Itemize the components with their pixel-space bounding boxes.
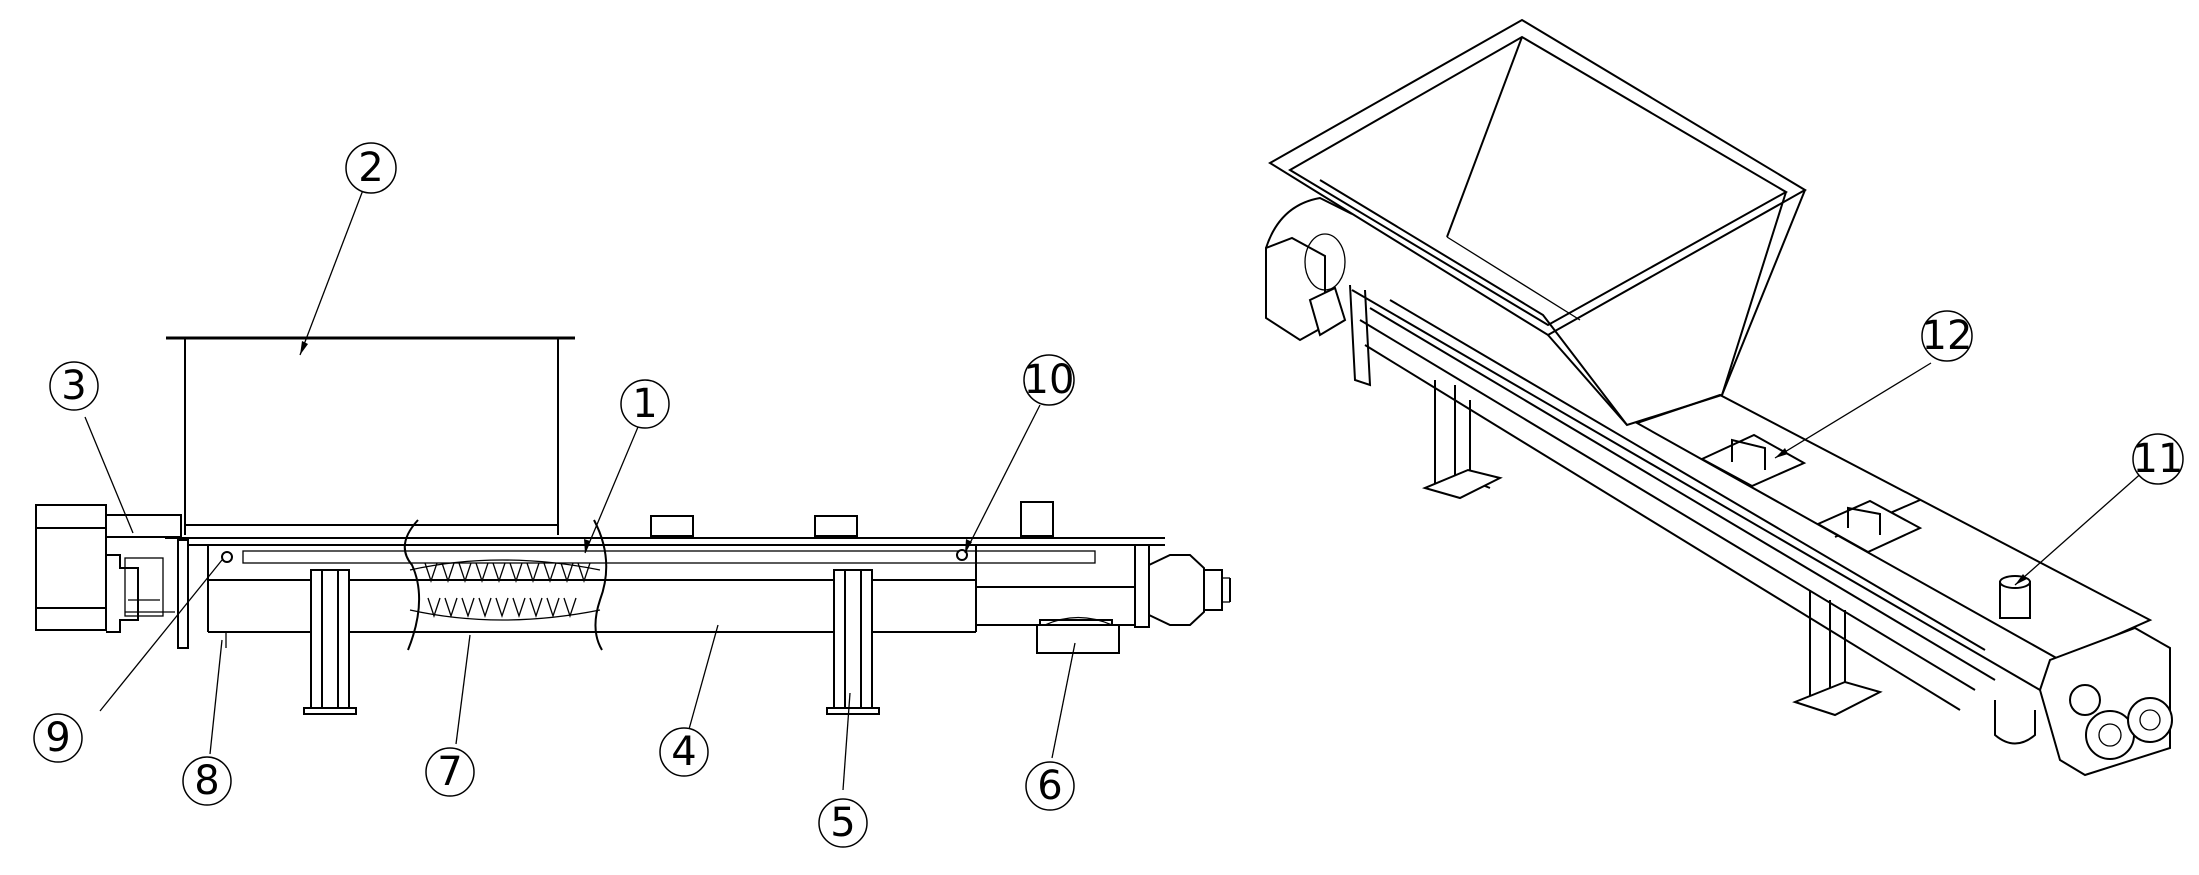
drive-motor-side xyxy=(35,504,189,649)
isometric-view xyxy=(1265,18,2173,777)
leader-arrows-side xyxy=(300,341,972,553)
hopper-iso xyxy=(1268,18,1807,427)
hopper-side xyxy=(166,336,575,535)
svg-text:11: 11 xyxy=(2133,436,2184,482)
bolt-10 xyxy=(956,549,968,561)
callout-1: 1 xyxy=(620,379,670,429)
leader-arrow-11 xyxy=(2015,574,2027,585)
drive-motor-iso xyxy=(1265,196,1372,387)
support-legs-iso xyxy=(1421,380,1883,717)
side-elevation-view xyxy=(35,189,1231,791)
callout-10: 10 xyxy=(1023,354,1075,406)
svg-text:3: 3 xyxy=(61,363,86,409)
svg-text:6: 6 xyxy=(1037,763,1062,809)
svg-text:7: 7 xyxy=(437,749,462,795)
leader-lines-side xyxy=(84,189,1076,791)
callout-6: 6 xyxy=(1025,761,1075,811)
leader-arrow-12 xyxy=(1775,448,1788,458)
leader-lines-iso xyxy=(1774,362,2146,586)
callout-bubbles: 1 2 3 4 5 6 7 8 xyxy=(33,142,2184,848)
conveyor-trough-iso xyxy=(1351,289,2153,745)
callout-7: 7 xyxy=(425,747,475,797)
svg-text:4: 4 xyxy=(671,729,696,775)
support-legs-side xyxy=(303,569,880,715)
svg-text:8: 8 xyxy=(194,758,219,804)
callout-8: 8 xyxy=(182,756,232,806)
tail-end-iso xyxy=(2038,626,2173,777)
callout-11: 11 xyxy=(2132,433,2184,485)
callout-5: 5 xyxy=(818,798,868,848)
callout-4: 4 xyxy=(659,727,709,777)
svg-text:5: 5 xyxy=(830,800,855,846)
bearing-hole-9 xyxy=(221,551,233,563)
svg-text:10: 10 xyxy=(1024,357,1075,403)
svg-text:2: 2 xyxy=(358,145,383,191)
svg-text:12: 12 xyxy=(1922,313,1973,359)
callout-12: 12 xyxy=(1921,310,1973,362)
screw-cutaway-side xyxy=(403,519,608,651)
callout-3: 3 xyxy=(49,361,99,411)
callout-2: 2 xyxy=(345,142,397,194)
svg-text:9: 9 xyxy=(45,715,70,761)
svg-text:1: 1 xyxy=(632,381,657,427)
callout-9: 9 xyxy=(33,713,83,763)
